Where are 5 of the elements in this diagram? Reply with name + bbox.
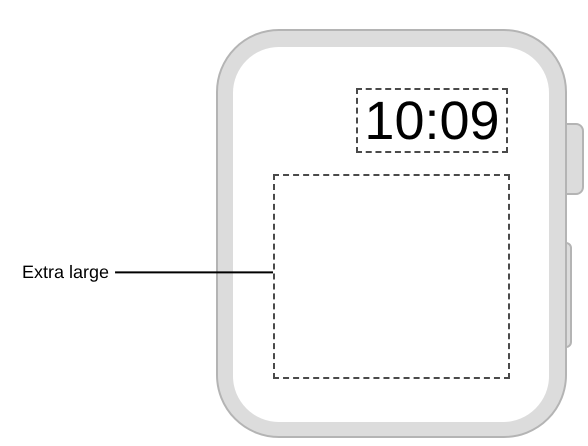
leader-line <box>115 271 273 274</box>
placeholder-frame <box>273 174 510 379</box>
callout-label: Extra large <box>22 262 110 283</box>
time-text: 10:09 <box>364 94 500 148</box>
time-frame <box>356 88 508 153</box>
